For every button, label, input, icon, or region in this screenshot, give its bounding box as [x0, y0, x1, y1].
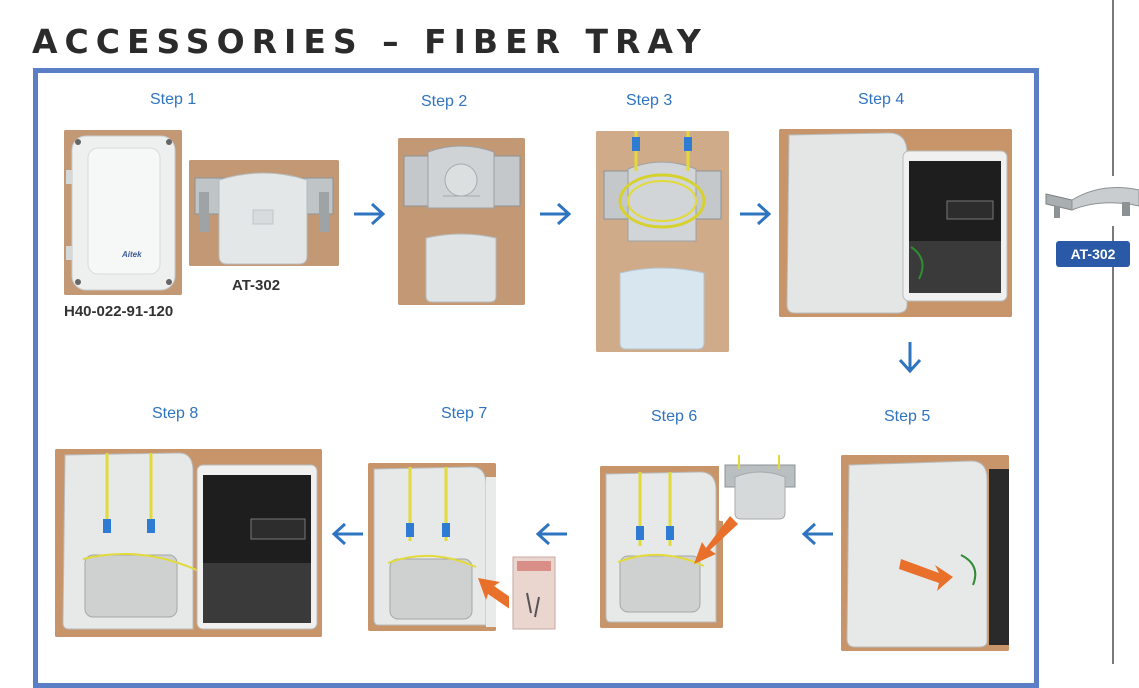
step-3-label: Step 3	[626, 92, 673, 109]
step-1-label: Step 1	[150, 91, 197, 108]
step-7-screw-bag-photo	[509, 553, 559, 633]
step-3-photo	[596, 131, 729, 352]
step-4-label: Step 4	[858, 91, 905, 108]
product-tag: AT-302	[1056, 241, 1130, 267]
flow-arrow-step6-to-step7	[535, 521, 569, 552]
step-6-label: Step 6	[651, 408, 698, 425]
window-edge	[1112, 0, 1114, 664]
side-tray-photo	[1042, 176, 1139, 226]
step-6-pointer-arrow	[690, 514, 740, 573]
step-5-photo	[841, 455, 1009, 651]
step-2-label: Step 2	[421, 93, 468, 110]
step-8-label: Step 8	[152, 405, 199, 422]
step-7-photo	[368, 463, 496, 631]
step-4-photo	[779, 129, 1012, 317]
step-5-label: Step 5	[884, 408, 931, 425]
flow-arrow-step4-to-step5	[897, 340, 923, 379]
flow-arrow-step5-to-step6	[801, 521, 835, 552]
step-6-inset-photo	[719, 455, 801, 521]
step-7-label: Step 7	[441, 405, 488, 422]
flow-arrow-step2-to-step3	[538, 201, 572, 232]
step-2-photo	[398, 138, 525, 305]
enclosure-photo	[64, 130, 182, 295]
page-title: ACCESSORIES – FIBER TRAY	[32, 22, 708, 61]
enclosure-caption: H40-022-91-120	[64, 303, 174, 320]
flow-arrow-step1-to-step2	[352, 201, 386, 232]
tray-caption: AT-302	[232, 277, 281, 294]
flow-arrow-step3-to-step4	[738, 201, 772, 232]
enclosure-logo: Aitek	[122, 250, 142, 259]
step-8-photo	[55, 449, 322, 637]
flow-arrow-step7-to-step8	[331, 521, 365, 552]
tray-photo	[189, 160, 339, 266]
